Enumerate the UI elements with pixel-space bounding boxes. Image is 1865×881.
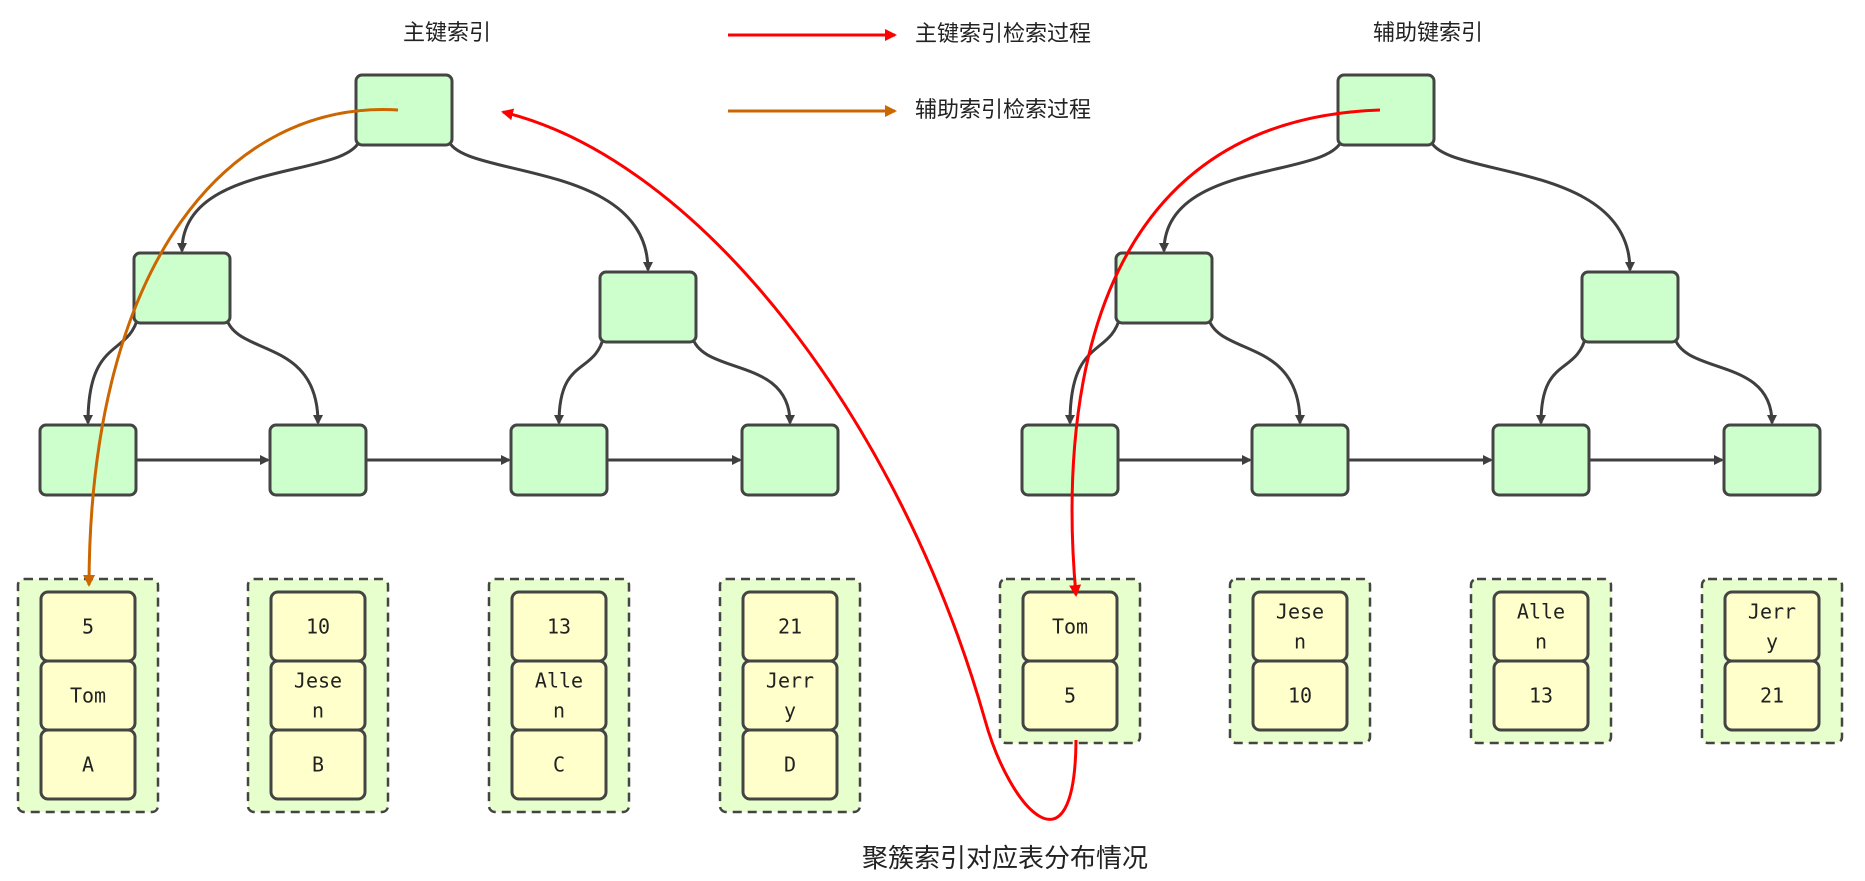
- primary-edge-root-left: [177, 138, 362, 253]
- diagram-caption: 聚簇索引对应表分布情况: [862, 844, 1148, 874]
- primary-record-cell-text: 13: [547, 615, 571, 639]
- secondary-record-cell-text: Jese: [1276, 600, 1324, 624]
- primary-leaf-2-node: [268, 423, 368, 497]
- secondary-search-path: [83, 108, 399, 587]
- secondary-edge-right-leaf3: [1536, 335, 1588, 425]
- primary-leaf-4-node: [740, 423, 840, 497]
- primary-record-cell-text: 21: [778, 615, 802, 639]
- primary-record-cell-text: Jerr: [766, 669, 814, 693]
- secondary-record-1: Tom 5: [998, 577, 1142, 745]
- secondary-record-cell-text: n: [1294, 630, 1306, 654]
- secondary-record-cell-text: Alle: [1517, 600, 1565, 624]
- secondary-edge-right-leaf4: [1672, 335, 1777, 425]
- primary-leaf-3-node: [509, 423, 609, 497]
- primary-record-cell-text: A: [82, 753, 94, 777]
- primary-record-cell: [741, 728, 839, 801]
- legend: 主键索引检索过程 辅助索引检索过程: [728, 22, 1091, 123]
- primary-record-cell-text: B: [312, 753, 324, 777]
- secondary-record-cell-text: y: [1766, 630, 1778, 654]
- primary-record-cell: [269, 728, 367, 801]
- primary-record-cell: [510, 728, 608, 801]
- secondary-edge-left-leaf1: [1065, 316, 1122, 425]
- secondary-record-cell-text: Tom: [1052, 615, 1088, 639]
- secondary-internal-right-node: [1580, 270, 1680, 344]
- primary-record-cell-text: Tom: [70, 684, 106, 708]
- secondary-record-cell-text: 10: [1288, 684, 1312, 708]
- primary-record-cell: [39, 728, 137, 801]
- primary-record-cell-text: C: [553, 753, 565, 777]
- secondary-record-2: Jese n 10: [1228, 577, 1372, 745]
- secondary-record-cell-text: Jerr: [1748, 600, 1796, 624]
- secondary-internal-left-node: [1114, 251, 1214, 325]
- secondary-record-cell-text: n: [1535, 630, 1547, 654]
- primary-record-cell-text: 5: [82, 615, 94, 639]
- secondary-edge-left-leaf2: [1206, 316, 1305, 425]
- primary-internal-right-node: [598, 270, 698, 344]
- primary-search-path-return: [501, 108, 1078, 821]
- primary-search-path-secondary-tree: [1069, 108, 1381, 597]
- secondary-record-4: Jerr y 21: [1700, 577, 1844, 745]
- secondary-leaf-3-node: [1491, 423, 1591, 497]
- secondary-leaf-1-node: [1020, 423, 1120, 497]
- secondary-record-cell: [1251, 659, 1349, 732]
- secondary-record-cell: [1492, 659, 1590, 732]
- primary-record-cell-text: n: [553, 699, 565, 723]
- primary-edge-left-leaf1: [83, 316, 140, 425]
- primary-index-title: 主键索引: [403, 21, 491, 46]
- primary-internal-left-node: [132, 251, 232, 325]
- legend-primary-label: 主键索引检索过程: [915, 22, 1091, 47]
- secondary-index-title: 辅助键索引: [1373, 21, 1483, 46]
- legend-secondary-label: 辅助索引检索过程: [915, 98, 1091, 123]
- primary-record-cell-text: Jese: [294, 669, 342, 693]
- secondary-edge-root-left: [1159, 138, 1344, 253]
- primary-edge-root-right: [446, 138, 653, 272]
- tree-edges: [83, 138, 1777, 465]
- secondary-leaf-2-node: [1250, 423, 1350, 497]
- secondary-record-cell-text: 21: [1760, 684, 1784, 708]
- primary-record-cell-text: y: [784, 699, 796, 723]
- tree-nodes: [38, 73, 1822, 497]
- secondary-record-cell-text: 13: [1529, 684, 1553, 708]
- primary-edge-right-leaf4: [690, 335, 795, 425]
- secondary-leaf-4-node: [1722, 423, 1822, 497]
- primary-record-cell-text: D: [784, 753, 796, 777]
- record-groups: 5TomA10JesenB13AllenC21JerryDTom5Jesen10…: [16, 577, 1844, 814]
- primary-leaf-1-node: [38, 423, 138, 497]
- secondary-edge-root-right: [1428, 138, 1635, 272]
- primary-record-cell-text: n: [312, 699, 324, 723]
- primary-edge-right-leaf3: [554, 335, 606, 425]
- secondary-root-node: [1336, 73, 1436, 147]
- primary-record-cell-text: Alle: [535, 669, 583, 693]
- secondary-record-3: Alle n 13: [1469, 577, 1613, 745]
- primary-record-cell-text: 10: [306, 615, 330, 639]
- secondary-record-cell: [1021, 659, 1119, 732]
- primary-edge-left-leaf2: [224, 316, 323, 425]
- secondary-record-cell: [1723, 659, 1821, 732]
- secondary-record-cell-text: 5: [1064, 684, 1076, 708]
